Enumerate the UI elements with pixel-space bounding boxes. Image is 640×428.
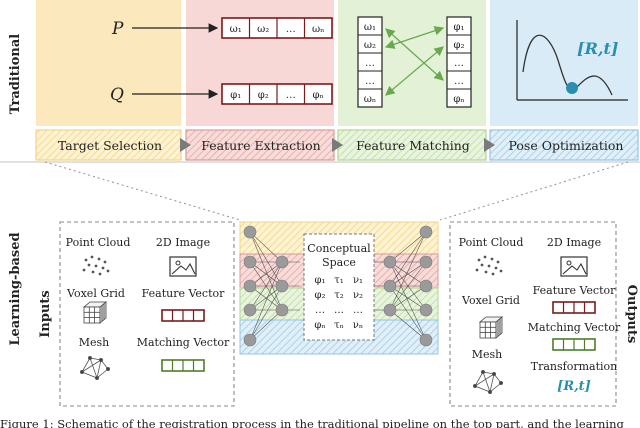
concept-title-2: Space <box>322 256 356 269</box>
concept-r1-c2: ν₂ <box>353 290 363 301</box>
stage-pose-optimization <box>489 129 639 161</box>
feat-p-2: … <box>286 24 296 35</box>
output-point-cloud-label: Point Cloud <box>459 236 524 249</box>
concept-r2-c2: … <box>353 305 363 316</box>
concept-r1-c0: φ₂ <box>314 290 325 301</box>
output-matching-label: Matching Vector <box>528 321 621 334</box>
feature-vector-q: φ₁ φ₂ … φₙ <box>221 83 333 105</box>
match-left-4: ωₙ <box>364 94 376 105</box>
point-set-p: P <box>111 19 124 39</box>
output-pose-label: [R,t] <box>557 379 591 394</box>
stage-label-0: Target Selection <box>58 138 162 153</box>
input-feature-vector-icon <box>161 309 205 322</box>
pose-plot: [R,t] <box>516 20 628 101</box>
concept-r0-c1: τ₁ <box>334 275 344 286</box>
matching-arrows <box>384 26 445 96</box>
input-point-cloud-label: Point Cloud <box>66 236 131 249</box>
concept-r2-c0: … <box>315 305 325 316</box>
feat-p-1: ω₂ <box>257 24 269 35</box>
output-matching-vector-icon <box>552 338 596 351</box>
feat-q-0: φ₁ <box>230 90 241 101</box>
outputs-box <box>449 221 617 407</box>
match-right-1: φ₂ <box>453 40 464 51</box>
feat-p-3: ωₙ <box>312 24 324 35</box>
input-mesh-label: Mesh <box>79 336 110 349</box>
match-right-3: … <box>454 76 464 87</box>
output-image-label: 2D Image <box>547 236 601 249</box>
matching-column-left: ω₁ ω₂ … … ωₙ <box>357 16 383 108</box>
point-set-q: Q <box>110 85 124 105</box>
feat-q-3: φₙ <box>313 90 324 101</box>
match-right-4: φₙ <box>453 94 464 105</box>
input-mesh-icon <box>80 355 111 380</box>
match-left-3: … <box>365 76 375 87</box>
inputs-label: Inputs <box>38 290 53 337</box>
output-voxel-label: Voxel Grid <box>461 294 520 307</box>
traditional-label: Traditional <box>8 34 23 115</box>
input-matching-label: Matching Vector <box>137 336 230 349</box>
stage-label-2: Feature Matching <box>356 138 470 153</box>
input-point-cloud-icon <box>82 255 110 276</box>
conceptual-space-box <box>303 233 375 341</box>
funnel-right <box>439 161 629 221</box>
outputs-label: Outputs <box>624 285 639 344</box>
output-feature-label: Feature Vector <box>533 284 617 297</box>
minimum-point <box>566 82 578 94</box>
stage-arrow-1 <box>180 138 191 152</box>
feat-q-2: … <box>286 90 296 101</box>
output-point-cloud-icon <box>475 255 503 276</box>
concept-r2-c1: … <box>334 305 344 316</box>
concept-title-1: Conceptual <box>307 242 371 255</box>
output-transformation-label: Transformation <box>531 360 617 373</box>
figure-caption: Figure 1: Schematic of the registration … <box>0 417 625 428</box>
concept-r3-c1: τₙ <box>334 320 344 331</box>
output-feature-vector-icon <box>552 301 596 314</box>
stage-feature-matching <box>337 129 487 161</box>
learning-label: Learning-based <box>8 232 23 345</box>
match-left-1: ω₂ <box>364 40 376 51</box>
network-nodes <box>243 225 433 347</box>
input-voxel-label: Voxel Grid <box>66 287 125 300</box>
input-feature-label: Feature Vector <box>142 287 226 300</box>
output-mesh-icon <box>472 369 503 394</box>
feat-p-0: ω₁ <box>230 24 242 35</box>
stage-label-3: Pose Optimization <box>509 138 624 153</box>
concept-r1-c1: τ₂ <box>334 290 344 301</box>
concept-r3-c2: νₙ <box>353 320 363 331</box>
stage-arrow-3 <box>484 138 495 152</box>
match-right-2: … <box>454 58 464 69</box>
inputs-box <box>59 221 235 407</box>
concept-r0-c0: φ₁ <box>314 275 325 286</box>
input-image-label: 2D Image <box>156 236 210 249</box>
output-image-icon <box>560 256 588 277</box>
stage-feature-extraction <box>185 129 335 161</box>
network-edges <box>249 231 427 341</box>
panel-pose-optimization <box>490 0 638 126</box>
input-matching-vector-icon <box>161 359 205 372</box>
feat-q-1: φ₂ <box>258 90 269 101</box>
concept-r0-c2: ν₁ <box>353 275 363 286</box>
match-right-0: φ₁ <box>453 22 464 33</box>
feature-vector-p: ω₁ ω₂ … ωₙ <box>221 17 333 39</box>
output-mesh-label: Mesh <box>472 348 503 361</box>
funnel-left <box>44 161 241 221</box>
match-left-0: ω₁ <box>364 22 376 33</box>
input-image-icon <box>169 256 197 277</box>
panel-target-selection <box>36 0 181 126</box>
input-voxel-icon <box>82 301 108 324</box>
concept-r3-c0: φₙ <box>314 320 325 331</box>
pose-label: [R,t] <box>577 39 618 58</box>
stage-label-1: Feature Extraction <box>201 138 320 153</box>
stage-arrow-2 <box>332 138 343 152</box>
matching-column-right: φ₁ φ₂ … … φₙ <box>446 16 472 108</box>
match-left-2: … <box>365 58 375 69</box>
output-voxel-icon <box>478 316 504 339</box>
